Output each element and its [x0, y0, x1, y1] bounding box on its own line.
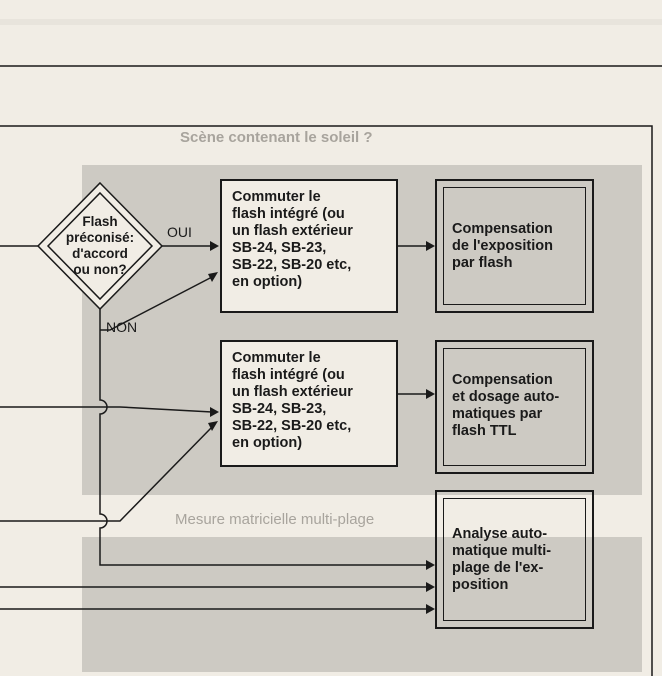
no-branch-arrowhead	[208, 272, 218, 282]
result-box-1-inner	[443, 187, 586, 305]
input3-arrowhead	[208, 421, 218, 431]
action1-to-result1-arrowhead	[426, 241, 435, 251]
input2-line	[0, 406, 213, 413]
input2-arrowhead	[210, 407, 219, 417]
background-caption-top: Scène contenant le soleil ?	[180, 129, 373, 146]
action-box-2-text: Commuter le flash intégré (ou un flash e…	[232, 350, 353, 451]
result-box-3-text: Analyse auto- matique multi- plage de l'…	[452, 526, 552, 593]
action-box-1: Commuter le flash intégré (ou un flash e…	[220, 179, 398, 313]
input4-arrowhead	[426, 582, 435, 592]
yes-arrowhead	[210, 241, 219, 251]
action2-to-result2-arrowhead	[426, 389, 435, 399]
no-line	[99, 309, 428, 566]
decision-text: Flash préconisé: d'accord ou non?	[65, 214, 135, 277]
action-box-1-text: Commuter le flash intégré (ou un flash e…	[232, 189, 353, 290]
result-box-3-inner	[443, 498, 586, 621]
result-box-2-text: Compensation et dosage auto- matiques pa…	[452, 372, 560, 439]
result-box-2	[435, 340, 594, 474]
no-arrowhead	[426, 560, 435, 570]
yes-label: OUI	[167, 224, 192, 240]
no-label: NON	[106, 319, 138, 335]
result-box-1	[435, 179, 594, 313]
no-branch-line	[100, 276, 213, 331]
action-box-2: Commuter le flash intégré (ou un flash e…	[220, 340, 398, 467]
decision-diamond-inner	[46, 191, 154, 301]
input5-arrowhead	[426, 604, 435, 614]
result-box-1-text: Compensation de l'exposition par flash	[452, 221, 553, 271]
outer-frame	[0, 125, 653, 676]
background-caption-bottom: Mesure matricielle multi-plage	[175, 511, 375, 528]
result-box-3	[435, 490, 594, 629]
result-box-2-inner	[443, 348, 586, 466]
background-photo-bottom	[82, 537, 642, 672]
input3-line	[0, 426, 213, 522]
